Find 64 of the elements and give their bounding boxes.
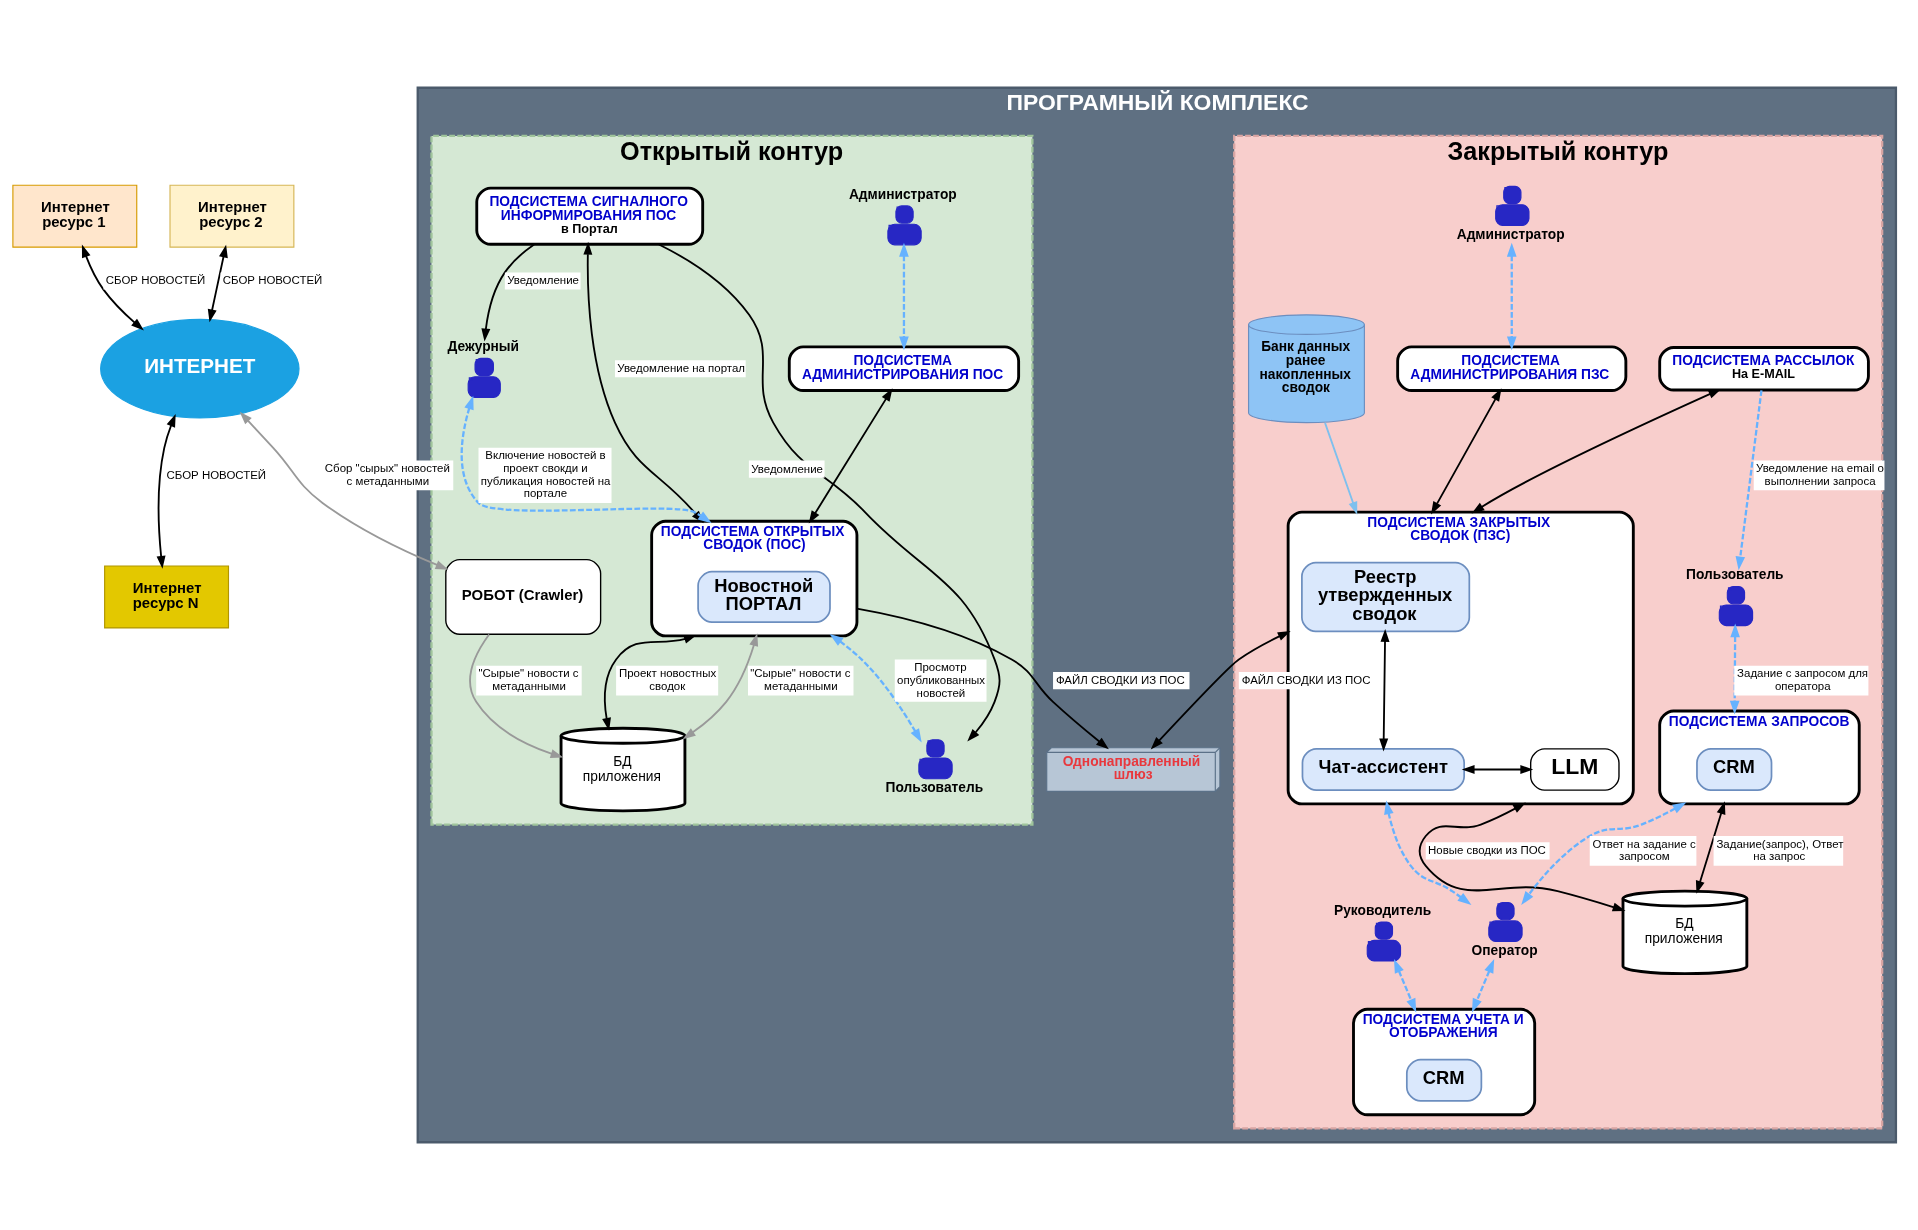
node-box: ПОДСИСТЕМА РАССЫЛОК На E-MAIL: [1658, 346, 1870, 392]
arrow: [899, 242, 909, 351]
node-box: ПОДСИСТЕМА СИГНАЛНОГО ИНФОРМИРОВАНИЯ ПОС в Портал: [475, 186, 705, 246]
node-label: Дежурный: [447, 339, 520, 355]
edge-label: Задание с запросом для оператора: [1737, 667, 1869, 692]
arrow: [1471, 959, 1495, 1013]
edge-label: Ответ на задание с запросом: [1592, 837, 1696, 863]
edge-label: Проект новостных сводок: [618, 667, 717, 692]
arrow: [1324, 421, 1358, 515]
arrow: [481, 243, 536, 342]
arrow: [1150, 631, 1291, 750]
node-label: Администратор: [1456, 226, 1565, 242]
node-box: Интернет ресурс 1: [12, 184, 138, 248]
edge-label: СБОР НОВОСТЕЙ: [166, 468, 267, 481]
edge-label: Задание(запрос), Ответ на запрос: [1716, 837, 1844, 863]
node-box: Интернет ресурс 2: [169, 184, 295, 248]
arrow: [1379, 628, 1390, 752]
arrow: [1735, 390, 1763, 571]
arrow: [856, 607, 1109, 750]
arrow: [239, 411, 449, 570]
node-box: CRM: [1696, 748, 1773, 792]
node-box: ПОДСИСТЕМА АДМИНИСТРИРОВАНИЯ ПЗС: [1396, 345, 1628, 392]
node-box: Реестр утвержденных сводок: [1301, 561, 1471, 633]
node-label: Руководитель: [1334, 902, 1432, 918]
arrow: [469, 633, 564, 758]
edge-label: "Сырые" новости с метаданными: [478, 667, 579, 692]
node-box: РОБОТ (Crawler): [445, 558, 602, 635]
arrow: [808, 388, 893, 524]
node-label: Пользователь: [1686, 567, 1784, 583]
arrow: [602, 634, 697, 731]
node-box: Интернет ресурс N: [104, 565, 230, 629]
node-label: Администратор: [848, 186, 957, 202]
edge-label: Уведомление: [751, 462, 823, 475]
node-box: LLM: [1530, 748, 1620, 791]
node-label: Оператор: [1471, 942, 1538, 958]
arrow: [81, 244, 144, 331]
node-box: CRM: [1405, 1058, 1483, 1102]
edge-label: Уведомление на email о выполнении запроса: [1756, 461, 1884, 487]
arrow: [207, 244, 228, 323]
edge-label: СБОР НОВОСТЕЙ: [222, 274, 323, 287]
edge-label: ФАЙЛ СВОДКИ ИЗ ПОС: [1055, 674, 1185, 687]
arrow: [1418, 802, 1626, 912]
edge-label: СБОР НОВОСТЕЙ: [105, 274, 206, 287]
arrow: [1384, 800, 1472, 905]
edge-label: Уведомление: [507, 274, 579, 287]
arrow: [1461, 765, 1534, 775]
arrow: [1695, 801, 1726, 894]
arrow: [1431, 388, 1502, 515]
arrow: [1521, 802, 1687, 906]
arrow: [1506, 242, 1517, 351]
arrow: [1471, 388, 1722, 514]
arrow: [829, 633, 922, 743]
edge-label: Новые сводки из ПОС: [1428, 844, 1546, 857]
node-box: ПОДСИСТЕМА АДМИНИСТРИРОВАНИЯ ПОС: [787, 345, 1021, 392]
edge-label: Уведомление на портал: [617, 362, 745, 375]
node-box: Чат-ассистент: [1301, 748, 1465, 792]
arrow: [682, 633, 759, 740]
node-label: Пользователь: [885, 780, 984, 796]
node-box: Новостной ПОРТАЛ: [697, 570, 831, 624]
arrow: [1394, 959, 1417, 1013]
edge-label: "Сырые" новости с метаданными: [750, 667, 851, 692]
arrow: [156, 414, 176, 569]
edge-label: Включение новостей в проект свокди и публикация новостей на портале: [480, 449, 611, 500]
edge-label: Просмотр опубликованных новостей: [897, 661, 986, 699]
